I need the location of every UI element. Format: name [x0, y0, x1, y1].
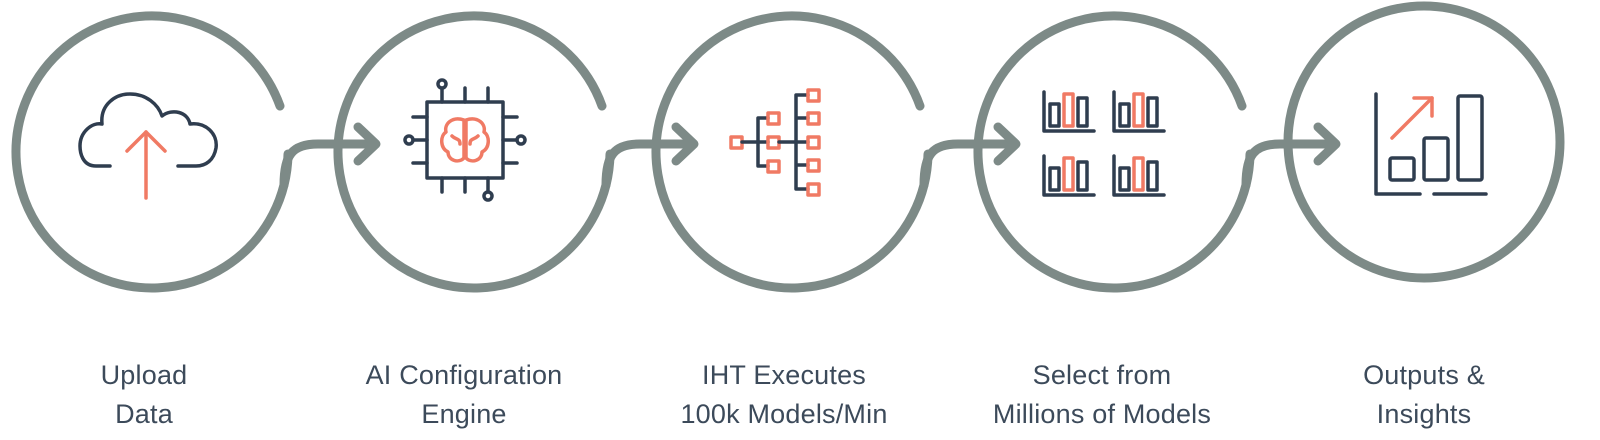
mini-chart-2	[1112, 90, 1166, 133]
mini-chart-4	[1112, 154, 1166, 197]
step-label-line2: 100k Models/Min	[680, 399, 888, 429]
step-label-line2: Millions of Models	[992, 399, 1212, 429]
model-tree-icon	[729, 88, 821, 197]
mini-chart-1	[1042, 90, 1096, 133]
step-label-outputs-insights: Outputs & Insights	[1294, 356, 1554, 434]
flow-arrow-1	[279, 122, 381, 190]
step-label-ai-configuration: AI Configuration Engine	[334, 356, 594, 434]
flow-arrow-3	[919, 122, 1021, 190]
step-label-line1: Select from	[1032, 360, 1172, 390]
mini-chart-3	[1042, 154, 1096, 197]
step-ring-2	[333, 11, 615, 293]
step-label-line2: Engine	[421, 399, 507, 429]
step-label-upload-data: Upload Data	[14, 356, 274, 434]
step-label-select-models: Select from Millions of Models	[972, 356, 1232, 434]
flow-arrow-2	[601, 122, 699, 190]
step-label-line1: IHT Executes	[702, 360, 866, 390]
step-label-line2: Data	[115, 399, 173, 429]
step-label-line2: Insights	[1376, 399, 1472, 429]
ai-chip-brain-icon	[403, 78, 527, 202]
step-label-line1: AI Configuration	[365, 360, 563, 390]
step-label-line1: Upload	[100, 360, 188, 390]
step-label-line1: Outputs &	[1363, 360, 1485, 390]
step-ring-1	[11, 11, 293, 293]
step-label-iht-executes: IHT Executes 100k Models/Min	[654, 356, 914, 434]
step-ring-3	[651, 11, 933, 293]
model-grid-charts-icon	[1042, 90, 1166, 197]
flow-arrow-4	[1241, 122, 1341, 190]
cloud-upload-icon	[78, 92, 218, 200]
growth-chart-icon	[1374, 92, 1488, 196]
step-ring-4	[973, 11, 1255, 293]
